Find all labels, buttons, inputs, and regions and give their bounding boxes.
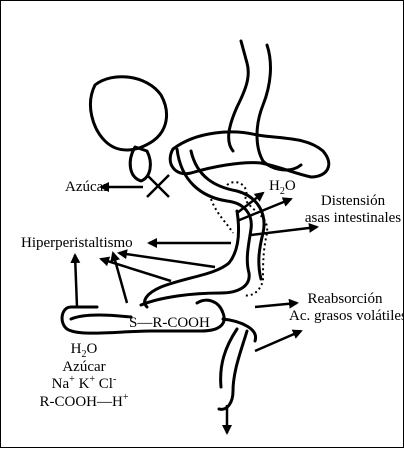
liver xyxy=(90,77,166,150)
label-s-rcooh: S—R-COOH xyxy=(129,315,210,332)
label-azucar-top: Azúcar xyxy=(65,179,108,196)
esophagus xyxy=(229,41,249,151)
label-h2o-top: H2O xyxy=(269,178,296,195)
label-hiperperistaltismo: Hiperperistaltismo xyxy=(21,235,133,252)
bottom-h2o: H2O xyxy=(29,341,139,359)
arrow-bottom-up xyxy=(75,255,77,307)
stomach-outer xyxy=(257,45,301,170)
label-distension: Distensión asas intestinales xyxy=(301,193,404,227)
arrow-sigmoid xyxy=(255,331,301,351)
pancreas xyxy=(170,132,329,177)
bottom-rcooh: R-COOH—H+ xyxy=(29,394,139,412)
colon-lower xyxy=(71,315,131,319)
label-bottom-list: H2O Azúcar Na+ K+ Cl- R-COOH—H+ xyxy=(29,341,139,411)
distension-line-1: Distensión xyxy=(321,193,385,209)
arrow-distension-2 xyxy=(251,227,317,235)
reabsorcion-line-2: Ac. grasos volátiles xyxy=(289,308,404,324)
label-reabsorcion: Reabsorción Ac. grasos volátiles xyxy=(289,291,401,325)
distension-line-2: asas intestinales xyxy=(305,210,401,226)
rectum xyxy=(219,331,247,409)
arrow-left-up xyxy=(113,253,127,303)
sigmoid xyxy=(223,319,256,341)
distension-outline-2 xyxy=(211,199,233,233)
arrow-hiper-2 xyxy=(119,253,215,267)
arrow-hiper-3 xyxy=(101,259,171,281)
bottom-azucar: Azúcar xyxy=(29,359,139,377)
reabsorcion-line-1: Reabsorción xyxy=(308,291,383,307)
